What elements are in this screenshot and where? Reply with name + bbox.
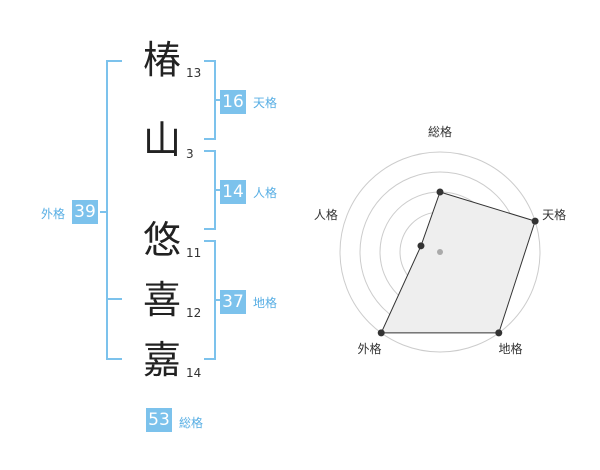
stroke-count-4: 12 xyxy=(186,306,202,320)
name-char-4: 喜 xyxy=(142,278,181,322)
soukaku-value-badge: 53 xyxy=(146,408,172,432)
radar-point-3 xyxy=(495,329,503,337)
radar-point-1 xyxy=(436,188,444,196)
stroke-count-5: 14 xyxy=(186,366,202,380)
name-char-5: 嘉 xyxy=(142,338,181,382)
chikaku-label: 地格 xyxy=(253,296,278,310)
chikaku-bracket-tick xyxy=(216,299,220,301)
radar-point-4 xyxy=(377,329,385,337)
gaikaku-outer-tick xyxy=(100,211,106,213)
gaikaku-label: 外格 xyxy=(41,207,66,221)
gaikaku-bracket xyxy=(106,60,122,360)
name-char-2: 山 xyxy=(142,118,181,162)
tenkaku-bracket xyxy=(204,60,216,140)
soukaku-label: 総格 xyxy=(179,416,204,430)
radar-axis-label-4: 外格 xyxy=(357,341,381,356)
stroke-count-3: 11 xyxy=(186,246,202,260)
name-char-1: 椿 xyxy=(142,38,181,82)
radar-data-polygon xyxy=(380,191,536,334)
radar-point-2 xyxy=(531,217,539,225)
name-char-3: 悠 xyxy=(142,218,181,262)
radar-axis-label-3: 地格 xyxy=(499,341,523,356)
radar-axis-label-2: 天格 xyxy=(542,207,566,222)
tenkaku-value-badge: 16 xyxy=(220,90,246,114)
radar-point-5 xyxy=(417,242,425,250)
jinkaku-bracket-tick xyxy=(216,189,220,191)
chikaku-bracket xyxy=(204,240,216,360)
stroke-count-2: 3 xyxy=(186,147,194,161)
gaikaku-value-badge: 39 xyxy=(72,200,98,224)
radar-center-dot xyxy=(437,249,443,255)
jinkaku-value-badge: 14 xyxy=(220,180,246,204)
jinkaku-label: 人格 xyxy=(253,186,278,200)
gaikaku-inner-tick xyxy=(106,298,122,300)
radar-grid-ring xyxy=(339,151,541,353)
stroke-count-1: 13 xyxy=(186,66,202,80)
radar-axis-label-1: 総格 xyxy=(428,124,452,139)
radar-data-points xyxy=(377,188,539,337)
tenkaku-bracket-tick xyxy=(216,99,220,101)
radar-axis-label-5: 人格 xyxy=(314,207,338,222)
jinkaku-bracket xyxy=(204,150,216,230)
chikaku-value-badge: 37 xyxy=(220,290,246,314)
tenkaku-label: 天格 xyxy=(253,96,278,110)
